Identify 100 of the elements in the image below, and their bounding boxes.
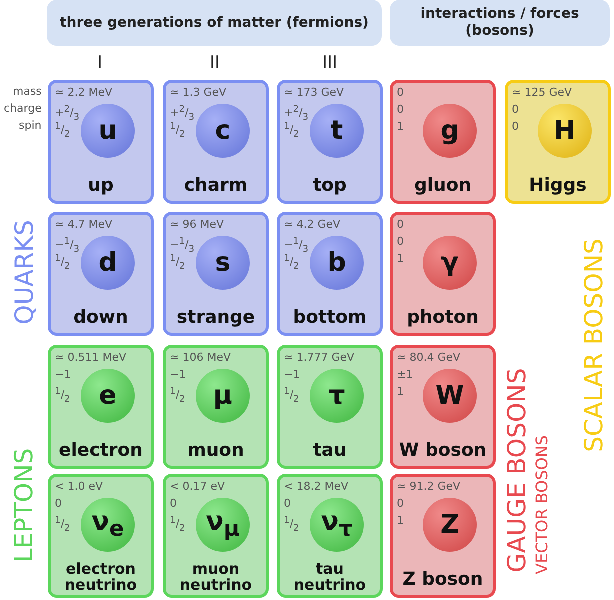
spin-value: 1 — [397, 385, 404, 398]
particle-sphere — [196, 104, 250, 158]
group-label: LEPTONS — [12, 448, 37, 562]
generation-numeral: II — [210, 55, 220, 72]
spin-value: $^{1}$/$_{2}$ — [170, 385, 186, 406]
particle-sphere — [423, 104, 477, 158]
generation-numeral: III — [322, 55, 338, 72]
particle-name: Higgs — [528, 176, 588, 195]
spin-value: 1 — [397, 514, 404, 527]
particle-name: electron — [58, 441, 144, 460]
spin-value: $^{1}$/$_{2}$ — [284, 514, 300, 535]
particle-card — [48, 474, 154, 598]
particle-symbol: H — [554, 116, 576, 146]
charge-value: −$^{1}$/$_{3}$ — [55, 235, 80, 255]
charge-value: −$^{1}$/$_{3}$ — [170, 235, 195, 255]
particle-name: photon — [406, 308, 480, 327]
charge-value: 0 — [512, 103, 519, 116]
particle-symbol: b — [328, 248, 346, 278]
header-band — [47, 0, 382, 46]
particle-sphere — [81, 369, 135, 423]
particle-name: tau — [312, 441, 348, 460]
particle-card — [48, 212, 154, 336]
particle-symbol: τ — [328, 381, 346, 411]
charge-value: 0 — [55, 497, 62, 510]
particle-symbol: ν$_{τ}$ — [321, 507, 353, 543]
particle-card — [163, 212, 269, 336]
charge-value: 0 — [284, 497, 291, 510]
mass-value: ≃ 80.4 GeV — [397, 351, 461, 364]
charge-value: 0 — [397, 497, 404, 510]
charge-value: 0 — [397, 103, 404, 116]
spin-value: $^{1}$/$_{2}$ — [55, 252, 70, 273]
group-label: GAUGE BOSONS — [504, 368, 530, 572]
spin-value: 1 — [397, 120, 404, 133]
particle-card — [163, 80, 269, 204]
charge-value: −1 — [55, 368, 72, 381]
particle-sphere — [423, 369, 477, 423]
mass-value: < 18.2 MeV — [284, 480, 348, 493]
particle-symbol: W — [436, 381, 464, 411]
particle-symbol: Z — [440, 510, 460, 540]
spin-value: $^{1}$/$_{2}$ — [55, 385, 70, 406]
charge-value: +$^{2}$/$_{3}$ — [170, 103, 195, 123]
particle-name: up — [87, 176, 115, 195]
spin-value: $^{1}$/$_{2}$ — [55, 514, 70, 535]
group-label: SCALAR BOSONS — [581, 238, 606, 452]
spin-value: $^{1}$/$_{2}$ — [284, 120, 300, 141]
spin-value: $^{1}$/$_{2}$ — [284, 385, 300, 406]
mass-value: ≃ 4.2 GeV — [284, 218, 341, 231]
generation-numeral: I — [98, 55, 103, 72]
mass-value: ≃ 96 MeV — [170, 218, 224, 231]
spin-value: $^{1}$/$_{2}$ — [170, 514, 186, 535]
header-text: interactions / forces (bosons) — [420, 6, 580, 40]
particle-card — [277, 80, 383, 204]
row-heading: mass — [13, 86, 42, 97]
spin-value: $^{1}$/$_{2}$ — [284, 252, 300, 273]
charge-value: 0 — [397, 235, 404, 248]
header-text: three generations of matter (fermions) — [60, 14, 369, 32]
particle-card — [390, 474, 496, 598]
particle-name: down — [72, 308, 130, 327]
charge-value: −$^{1}$/$_{3}$ — [284, 235, 309, 255]
particle-name: strange — [176, 308, 256, 327]
particle-card — [390, 80, 496, 204]
spin-value: $^{1}$/$_{2}$ — [170, 252, 186, 273]
particle-sphere — [81, 236, 135, 290]
row-heading: charge — [4, 103, 42, 114]
particle-symbol: d — [98, 248, 118, 278]
particle-symbol: e — [99, 381, 117, 411]
particle-sphere — [196, 236, 250, 290]
mass-value: < 0.17 eV — [170, 480, 225, 493]
particle-symbol: ν$_{μ}$ — [206, 507, 240, 543]
particle-symbol: u — [98, 116, 118, 146]
particle-symbol: s — [215, 248, 231, 278]
spin-value: $^{1}$/$_{2}$ — [55, 120, 70, 141]
particle-sphere — [423, 236, 477, 290]
particle-symbol: ν$_{e}$ — [92, 507, 124, 543]
particle-card — [277, 345, 383, 469]
mass-value: ≃ 1.777 GeV — [284, 351, 355, 364]
particle-sphere — [538, 104, 592, 158]
particle-card — [48, 80, 154, 204]
particle-card — [390, 212, 496, 336]
particle-card — [163, 345, 269, 469]
spin-value: 0 — [512, 120, 519, 133]
particle-symbol: g — [440, 116, 460, 146]
particle-name: tau neutrino — [292, 561, 368, 593]
particle-sphere — [81, 104, 135, 158]
particle-name: Z boson — [402, 570, 484, 589]
particle-card — [505, 80, 611, 204]
particle-card — [163, 474, 269, 598]
spin-value: $^{1}$/$_{2}$ — [170, 120, 186, 141]
particle-name: charm — [183, 176, 249, 195]
particle-name: bottom — [292, 308, 368, 327]
particle-sphere — [310, 369, 364, 423]
mass-value: 0 — [397, 218, 404, 231]
mass-value: 0 — [397, 86, 404, 99]
charge-value: ±1 — [397, 368, 414, 381]
particle-symbol: c — [215, 116, 231, 146]
charge-value: 0 — [170, 497, 177, 510]
particle-name: muon neutrino — [178, 561, 254, 593]
group-label: QUARKS — [11, 220, 36, 324]
particle-name: W boson — [398, 441, 488, 460]
group-label: VECTOR BOSONS — [534, 436, 550, 574]
